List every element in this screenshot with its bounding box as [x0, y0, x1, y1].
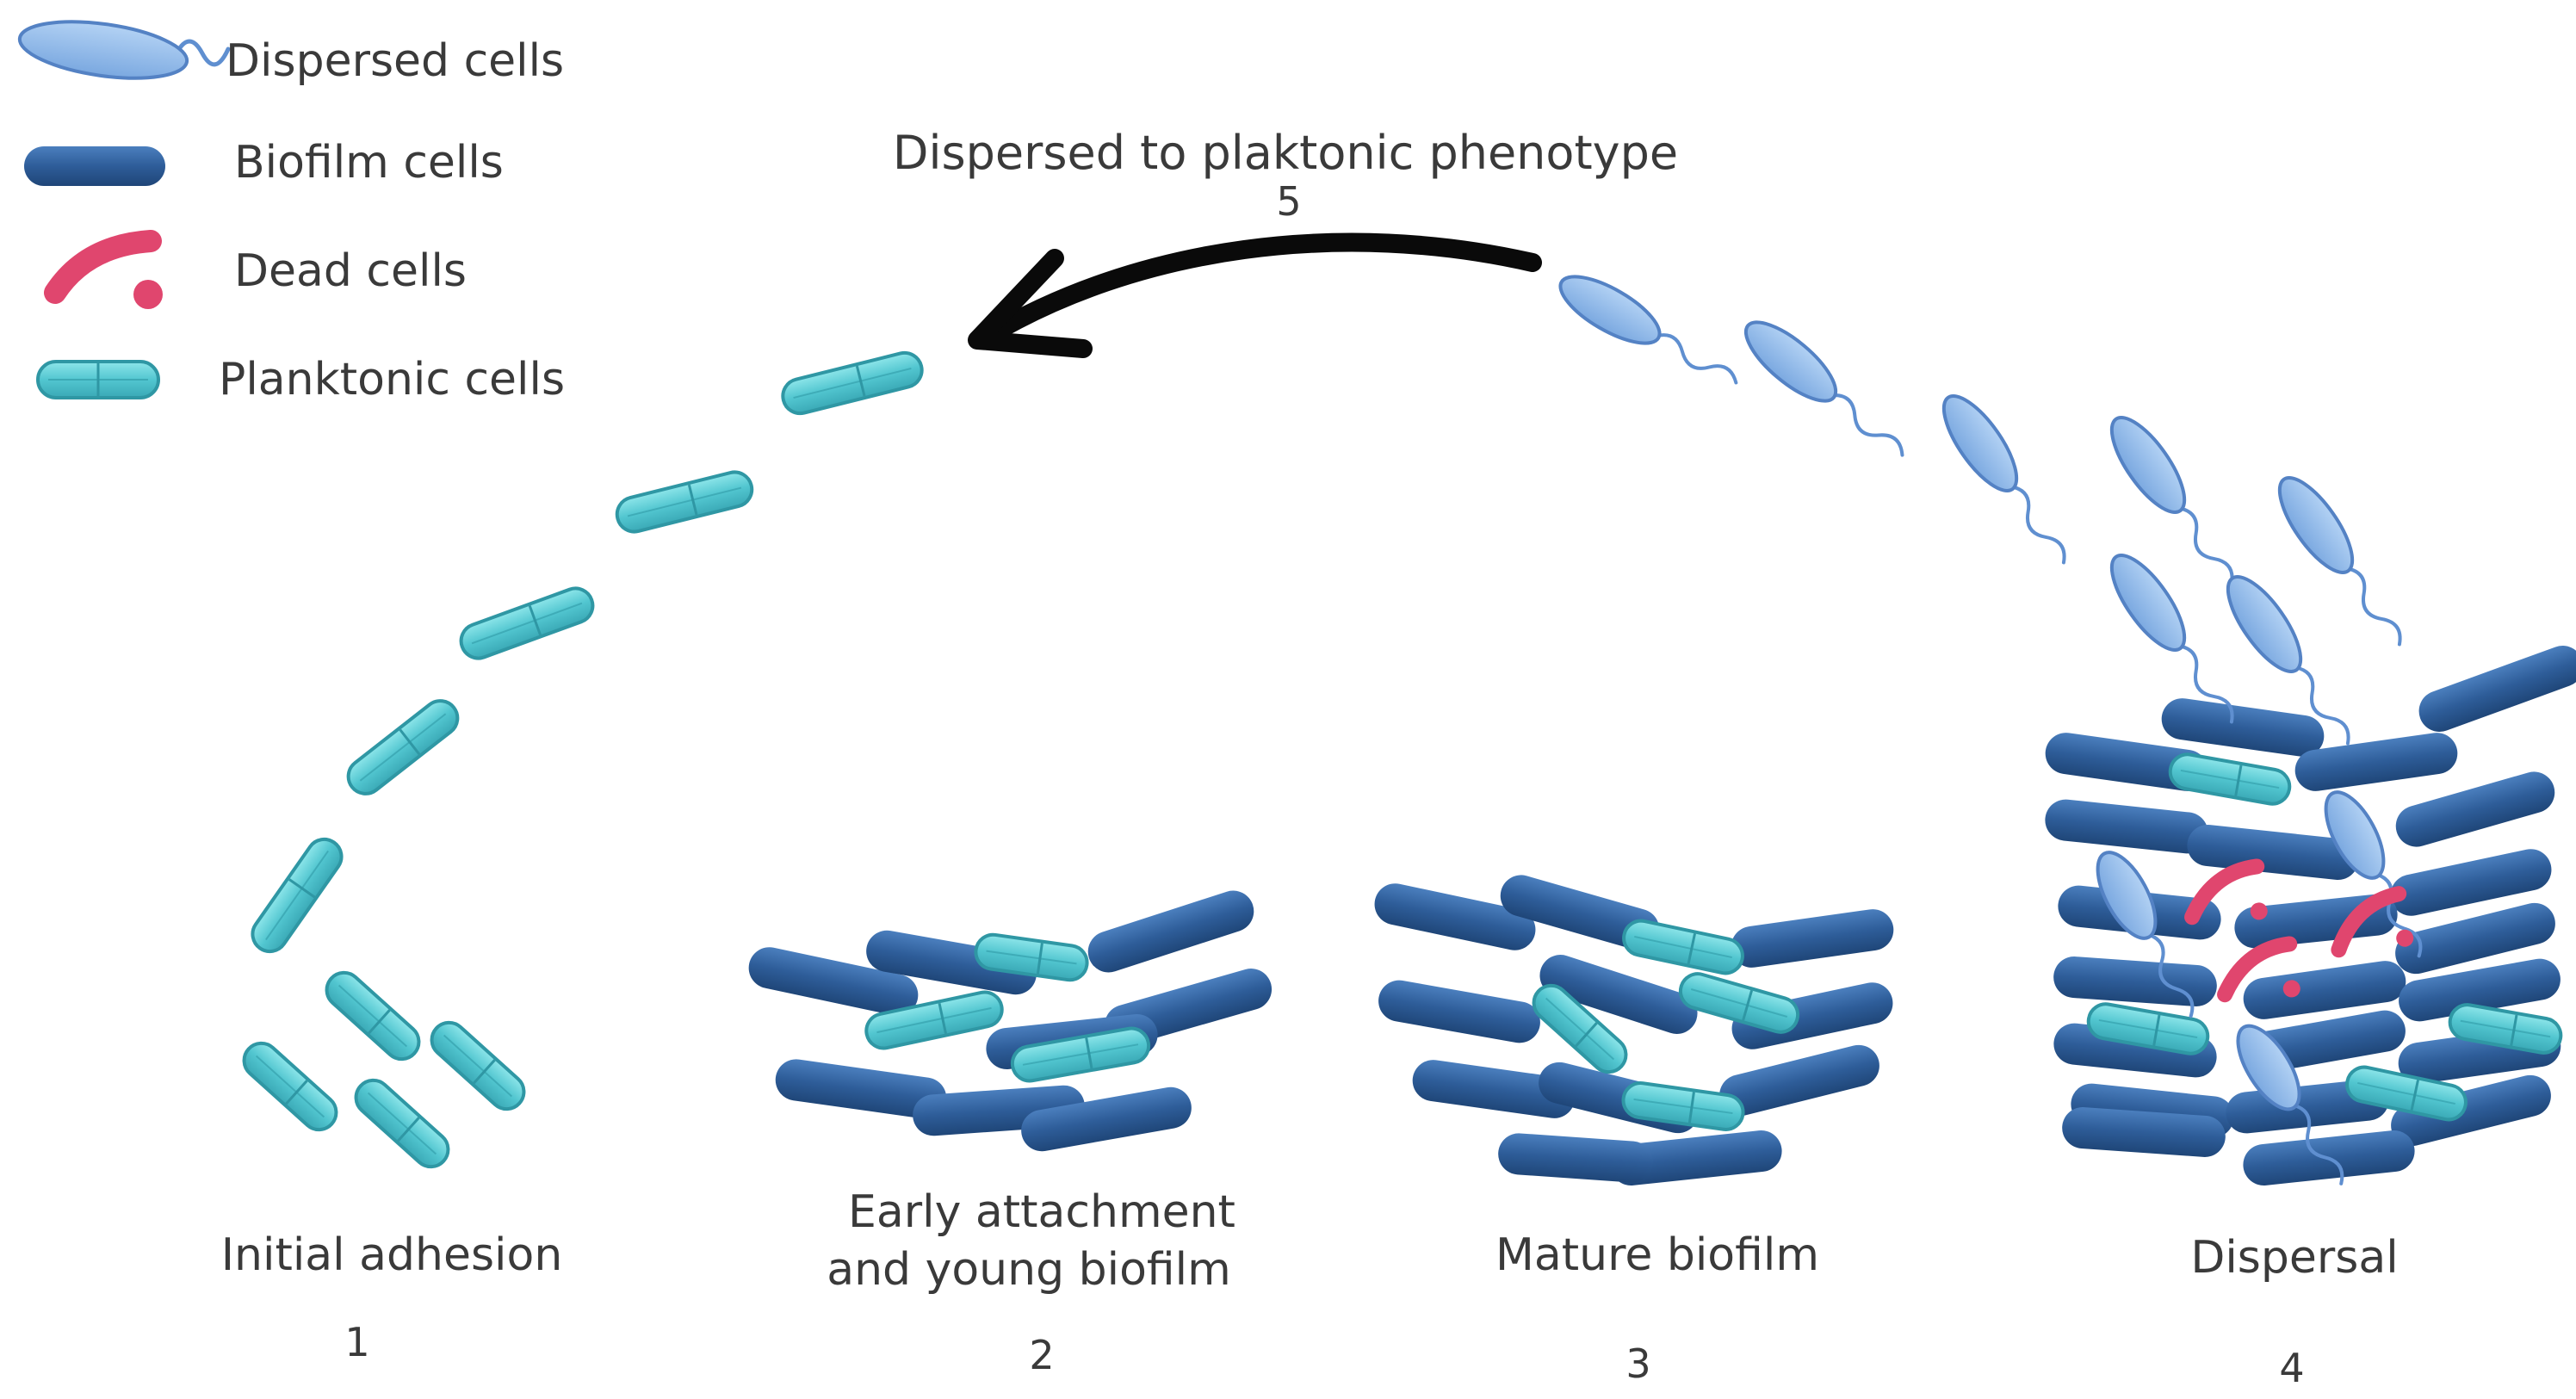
stage-1-label: Initial adhesion: [221, 1229, 563, 1281]
biofilm-cell: [2045, 799, 2208, 854]
dispersed-cell: [1558, 275, 1738, 385]
stage-labels: Initial adhesion 1 Early attachment and …: [221, 1186, 2399, 1391]
legend-item-dispersed: Dispersed cells: [17, 20, 564, 87]
stage-3-label: Mature biofilm: [1495, 1229, 1819, 1281]
planktonic-cell: [1622, 919, 1744, 975]
stage-4-dispersal-cells: [2045, 646, 2576, 1185]
stage-4-label: Dispersal: [2190, 1232, 2398, 1284]
stage-3-number: 3: [1625, 1340, 1650, 1387]
legend-label-planktonic: Planktonic cells: [219, 354, 565, 405]
arrow-label: Dispersed to plaktonic phenotype: [893, 126, 1678, 180]
planktonic-cell: [1621, 1081, 1745, 1131]
planktonic-cell: [974, 932, 1089, 982]
legend-item-planktonic: Planktonic cells: [36, 354, 565, 405]
planktonic-cell: [2345, 1065, 2468, 1122]
stage-1-number: 1: [344, 1319, 369, 1365]
biofilm-cell: [2243, 961, 2406, 1019]
dispersed-cell: [2109, 554, 2234, 724]
biofilm-cell: [2395, 771, 2555, 847]
planktonic-cell: [864, 990, 1004, 1050]
stage-3-mature-biofilm-cells: [1374, 875, 1894, 1185]
planktonic-cell: [251, 837, 344, 954]
planktonic-cell: [325, 970, 421, 1062]
biofilm-cell: [1087, 890, 1254, 973]
stage-2-young-biofilm-cells: [748, 890, 1273, 1152]
legend-item-dead: Dead cells: [44, 230, 467, 309]
planktonic-cell: [781, 350, 924, 416]
stage-2-label-line2: and young biofilm: [827, 1244, 1231, 1296]
stage-2-number: 2: [1029, 1332, 1054, 1378]
legend-label-dead: Dead cells: [234, 245, 467, 297]
biofilm-cell: [2062, 1107, 2226, 1157]
biofilm-cell: [1731, 909, 1894, 968]
biofilm-cell-icon: [24, 146, 165, 186]
dead-cell-icon: [44, 230, 163, 309]
planktonic-cell: [459, 586, 595, 660]
biofilm-cell: [2418, 646, 2576, 732]
planktonic-cell: [430, 1020, 526, 1111]
biofilm-cell: [2161, 698, 2325, 757]
biofilm-cell: [775, 1059, 947, 1119]
legend: Dispersed cells Biofilm cells Dead cells…: [17, 20, 565, 405]
dispersed-cell: [2277, 476, 2402, 647]
biofilm-cell: [2053, 956, 2217, 1006]
dispersed-cell: [2096, 851, 2195, 1018]
biofilm-cell: [1498, 1133, 1653, 1183]
planktonic-cell: [615, 470, 754, 534]
dispersed-cell: [2226, 575, 2350, 746]
biofilm-cell: [1500, 875, 1660, 950]
arrow-head: [968, 249, 1093, 358]
planktonic-cell: [354, 1078, 450, 1169]
legend-item-biofilm: Biofilm cells: [24, 137, 504, 189]
planktonic-cell: [1010, 1026, 1151, 1083]
legend-label-dispersed: Dispersed cells: [226, 35, 564, 87]
dispersed-cell: [1941, 394, 2066, 565]
dispersed-cell: [2324, 790, 2423, 958]
planktonic-cell: [2086, 1002, 2210, 1055]
biofilm-cell: [2391, 1074, 2551, 1147]
legend-label-biofilm: Biofilm cells: [234, 137, 504, 189]
biofilm-cell: [866, 930, 1037, 995]
biofilm-cell: [2390, 849, 2552, 916]
stage-1-initial-adhesion-cells: [242, 970, 526, 1169]
biofilm-cell: [1610, 1130, 1782, 1185]
biofilm-cell: [1539, 955, 1698, 1034]
dispersed-cell: [1743, 320, 1904, 457]
arrow-number: 5: [1276, 178, 1301, 225]
phenotype-return-arrow: [968, 232, 1542, 358]
planktonic-cell: [1532, 983, 1628, 1074]
planktonic-cell: [242, 1041, 338, 1132]
stage-4-number: 4: [2279, 1345, 2304, 1391]
biofilm-cell: [1719, 1044, 1879, 1117]
dispersed-cell-icon: [17, 20, 231, 80]
biofilm-cell: [748, 947, 919, 1016]
biofilm-cell: [1731, 982, 1893, 1049]
biofilm-cell: [2294, 733, 2458, 791]
biofilm-cell: [2395, 902, 2555, 975]
biofilm-cell: [2399, 958, 2561, 1022]
planktonic-cell-icon: [36, 360, 160, 399]
stage-2-label-line1: Early attachment: [848, 1186, 1235, 1238]
dead-cell: [2217, 936, 2300, 1003]
biofilm-cell: [1021, 1086, 1192, 1152]
biofilm-cell: [2045, 733, 2208, 791]
biofilm-cell: [1378, 980, 1540, 1043]
dispersed-cell: [2236, 1024, 2344, 1185]
planktonic-cell: [2448, 1003, 2563, 1055]
planktonic-arc: [251, 350, 924, 954]
biofilm-cell: [1374, 883, 1536, 950]
biofilm-cell: [1412, 1060, 1576, 1118]
dead-cell: [2184, 858, 2268, 925]
arrow-shaft: [972, 232, 1542, 350]
dispersed-cell: [2109, 416, 2234, 586]
dispersed-cells-stream: [1558, 275, 2402, 746]
dead-cell: [2331, 886, 2414, 958]
planktonic-cell: [1678, 972, 1800, 1034]
planktonic-cell: [2168, 752, 2292, 806]
planktonic-cell: [346, 699, 460, 795]
